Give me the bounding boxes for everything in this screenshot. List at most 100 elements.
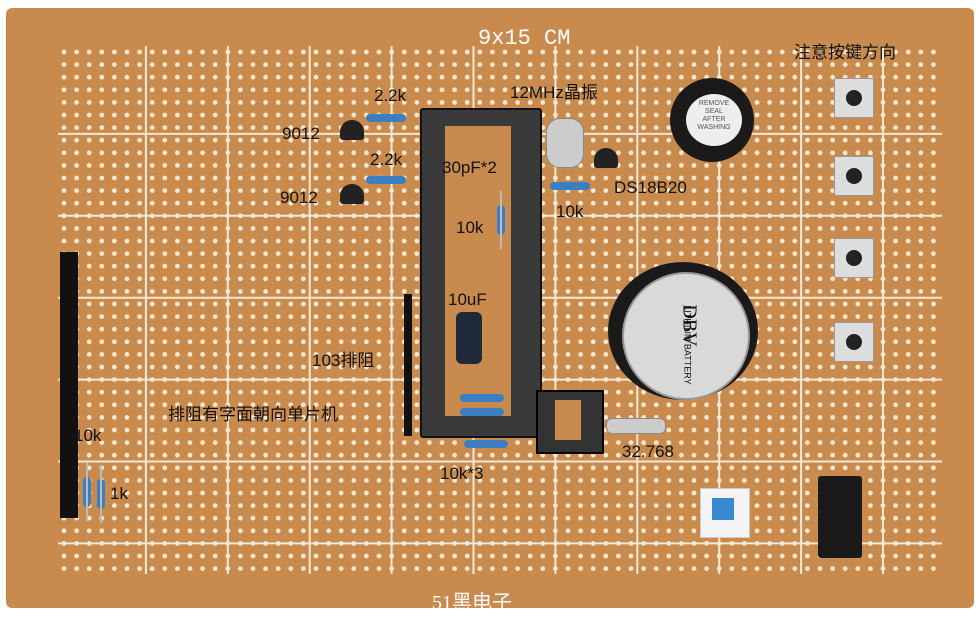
push-button-3[interactable] [834,238,874,278]
power-switch-cap[interactable] [712,498,734,520]
board-hole [187,301,193,307]
board-hole [868,364,873,370]
board-hole [830,566,835,571]
board-hole [855,226,861,231]
board-hole [313,503,319,508]
board-hole [742,150,747,156]
board-hole [112,87,117,93]
board-hole [313,314,319,319]
board-hole [817,62,823,67]
board-hole [250,440,256,445]
board-hole [313,465,319,471]
board-hole [565,528,571,534]
board-hole [326,100,331,105]
board-hole [427,74,432,80]
board-hole [250,150,256,156]
board-hole [187,188,193,194]
board-hole [603,490,609,496]
board-hole [376,326,382,332]
board-hole [754,226,760,231]
board-hole [238,263,243,269]
board-hole [238,503,243,508]
board-hole [288,465,294,471]
board-hole [779,553,785,559]
board-hole [175,528,180,534]
board-hole [162,289,168,294]
board-hole [137,389,143,395]
board-hole [490,503,495,508]
board-hole [288,415,294,420]
board-hole [590,503,596,508]
board-hole [931,339,936,345]
board-hole [805,87,810,93]
board-hole [124,125,130,130]
board-hole [288,226,294,231]
board-hole [149,503,155,508]
board-hole [112,112,117,118]
board-hole [590,200,596,206]
board-hole [855,402,861,408]
board-hole [238,137,243,143]
board-hole [666,553,672,559]
board-hole [137,200,143,206]
board-hole [162,566,168,571]
board-hole [616,276,621,282]
board-hole [326,352,331,357]
board-hole [376,238,382,244]
board-hole [137,364,143,370]
board-hole [590,251,596,256]
board-hole [200,251,206,256]
board-hole [212,352,218,357]
board-hole [679,515,684,521]
board-hole [124,301,130,307]
board-hole [61,553,67,559]
board-hole [754,175,760,181]
board-hole [149,427,155,433]
board-hole [439,100,445,105]
board-hole [61,137,67,143]
board-hole [301,352,306,357]
board-hole [515,503,520,508]
board-hole [200,137,206,143]
board-hole [830,150,835,156]
board-hole [464,528,470,534]
board-hole [666,402,672,408]
board-hole [414,515,420,521]
board-hole [263,452,268,458]
board-hole [855,62,861,67]
board-hole [99,402,105,408]
board-hole [805,100,810,105]
board-hole [805,352,810,357]
board-hole [313,238,319,244]
board-hole [603,238,609,244]
board-hole [364,87,369,93]
board-hole [275,389,281,395]
board-hole [855,150,861,156]
board-hole [112,175,117,181]
board-hole [263,528,268,534]
board-hole [641,566,646,571]
board-hole [162,62,168,67]
board-hole [931,389,936,395]
push-button-4[interactable] [834,322,874,362]
board-hole [175,301,180,307]
push-button-1[interactable] [834,78,874,118]
board-hole [124,503,130,508]
push-button-2[interactable] [834,156,874,196]
board-hole [742,427,747,433]
board-hole [641,49,646,55]
board-hole [313,389,319,395]
board-hole [238,415,243,420]
board-hole [137,74,143,80]
board-hole [439,452,445,458]
board-hole [767,74,772,80]
board-hole [905,515,911,521]
board-hole [893,150,898,156]
board-hole [893,314,898,319]
board-hole [540,87,546,93]
board-hole [238,188,243,194]
board-hole [477,553,483,559]
board-hole [376,490,382,496]
board-hole [250,62,256,67]
board-hole [326,478,331,483]
